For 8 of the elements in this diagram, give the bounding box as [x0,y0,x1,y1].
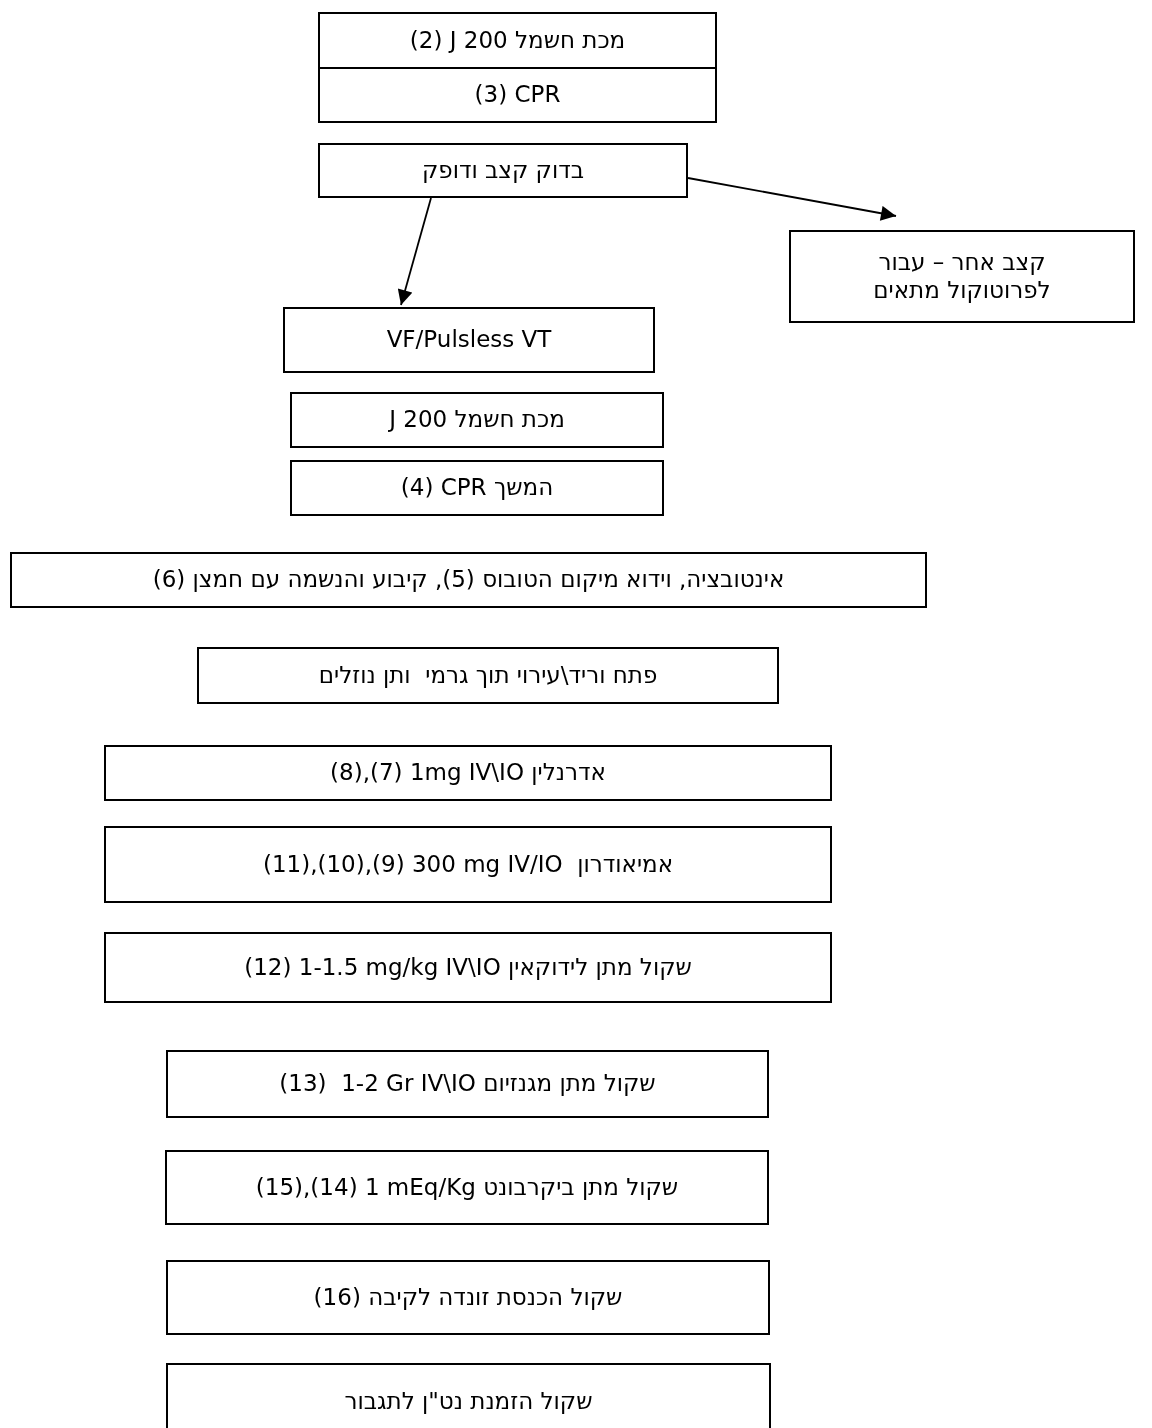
process-box: (3) CPR [318,67,717,123]
process-box: פתח וריד\עירוי תוך גרמי ותן נוזלים [197,647,779,704]
arrow [687,177,897,221]
arrow [397,197,432,306]
process-box: קצב אחר – עבור לפרוטוקול מתאים [789,230,1135,323]
process-box: VF/Pulsless VT [283,307,655,373]
process-box: שקול הזמנת נט"ן לתגבור [166,1363,771,1428]
process-box: בדוק קצב ודופק [318,143,688,198]
